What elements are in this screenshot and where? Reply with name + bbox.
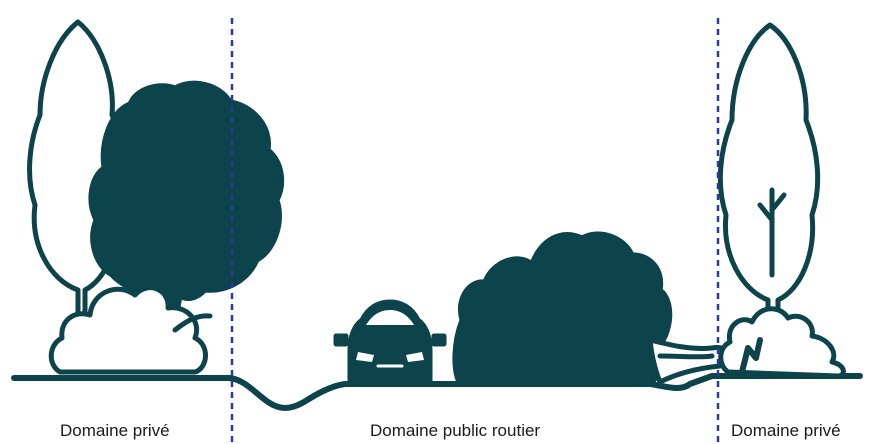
private-domain-right-label: Domaine privé: [731, 421, 841, 441]
hedge-icon: [455, 234, 670, 384]
public-road-domain-label: Domaine public routier: [370, 421, 540, 441]
right-shrub-icon: [721, 309, 844, 376]
ground-profile: [14, 376, 860, 408]
private-domain-left-label: Domaine privé: [60, 421, 170, 441]
car-icon: [336, 302, 444, 384]
